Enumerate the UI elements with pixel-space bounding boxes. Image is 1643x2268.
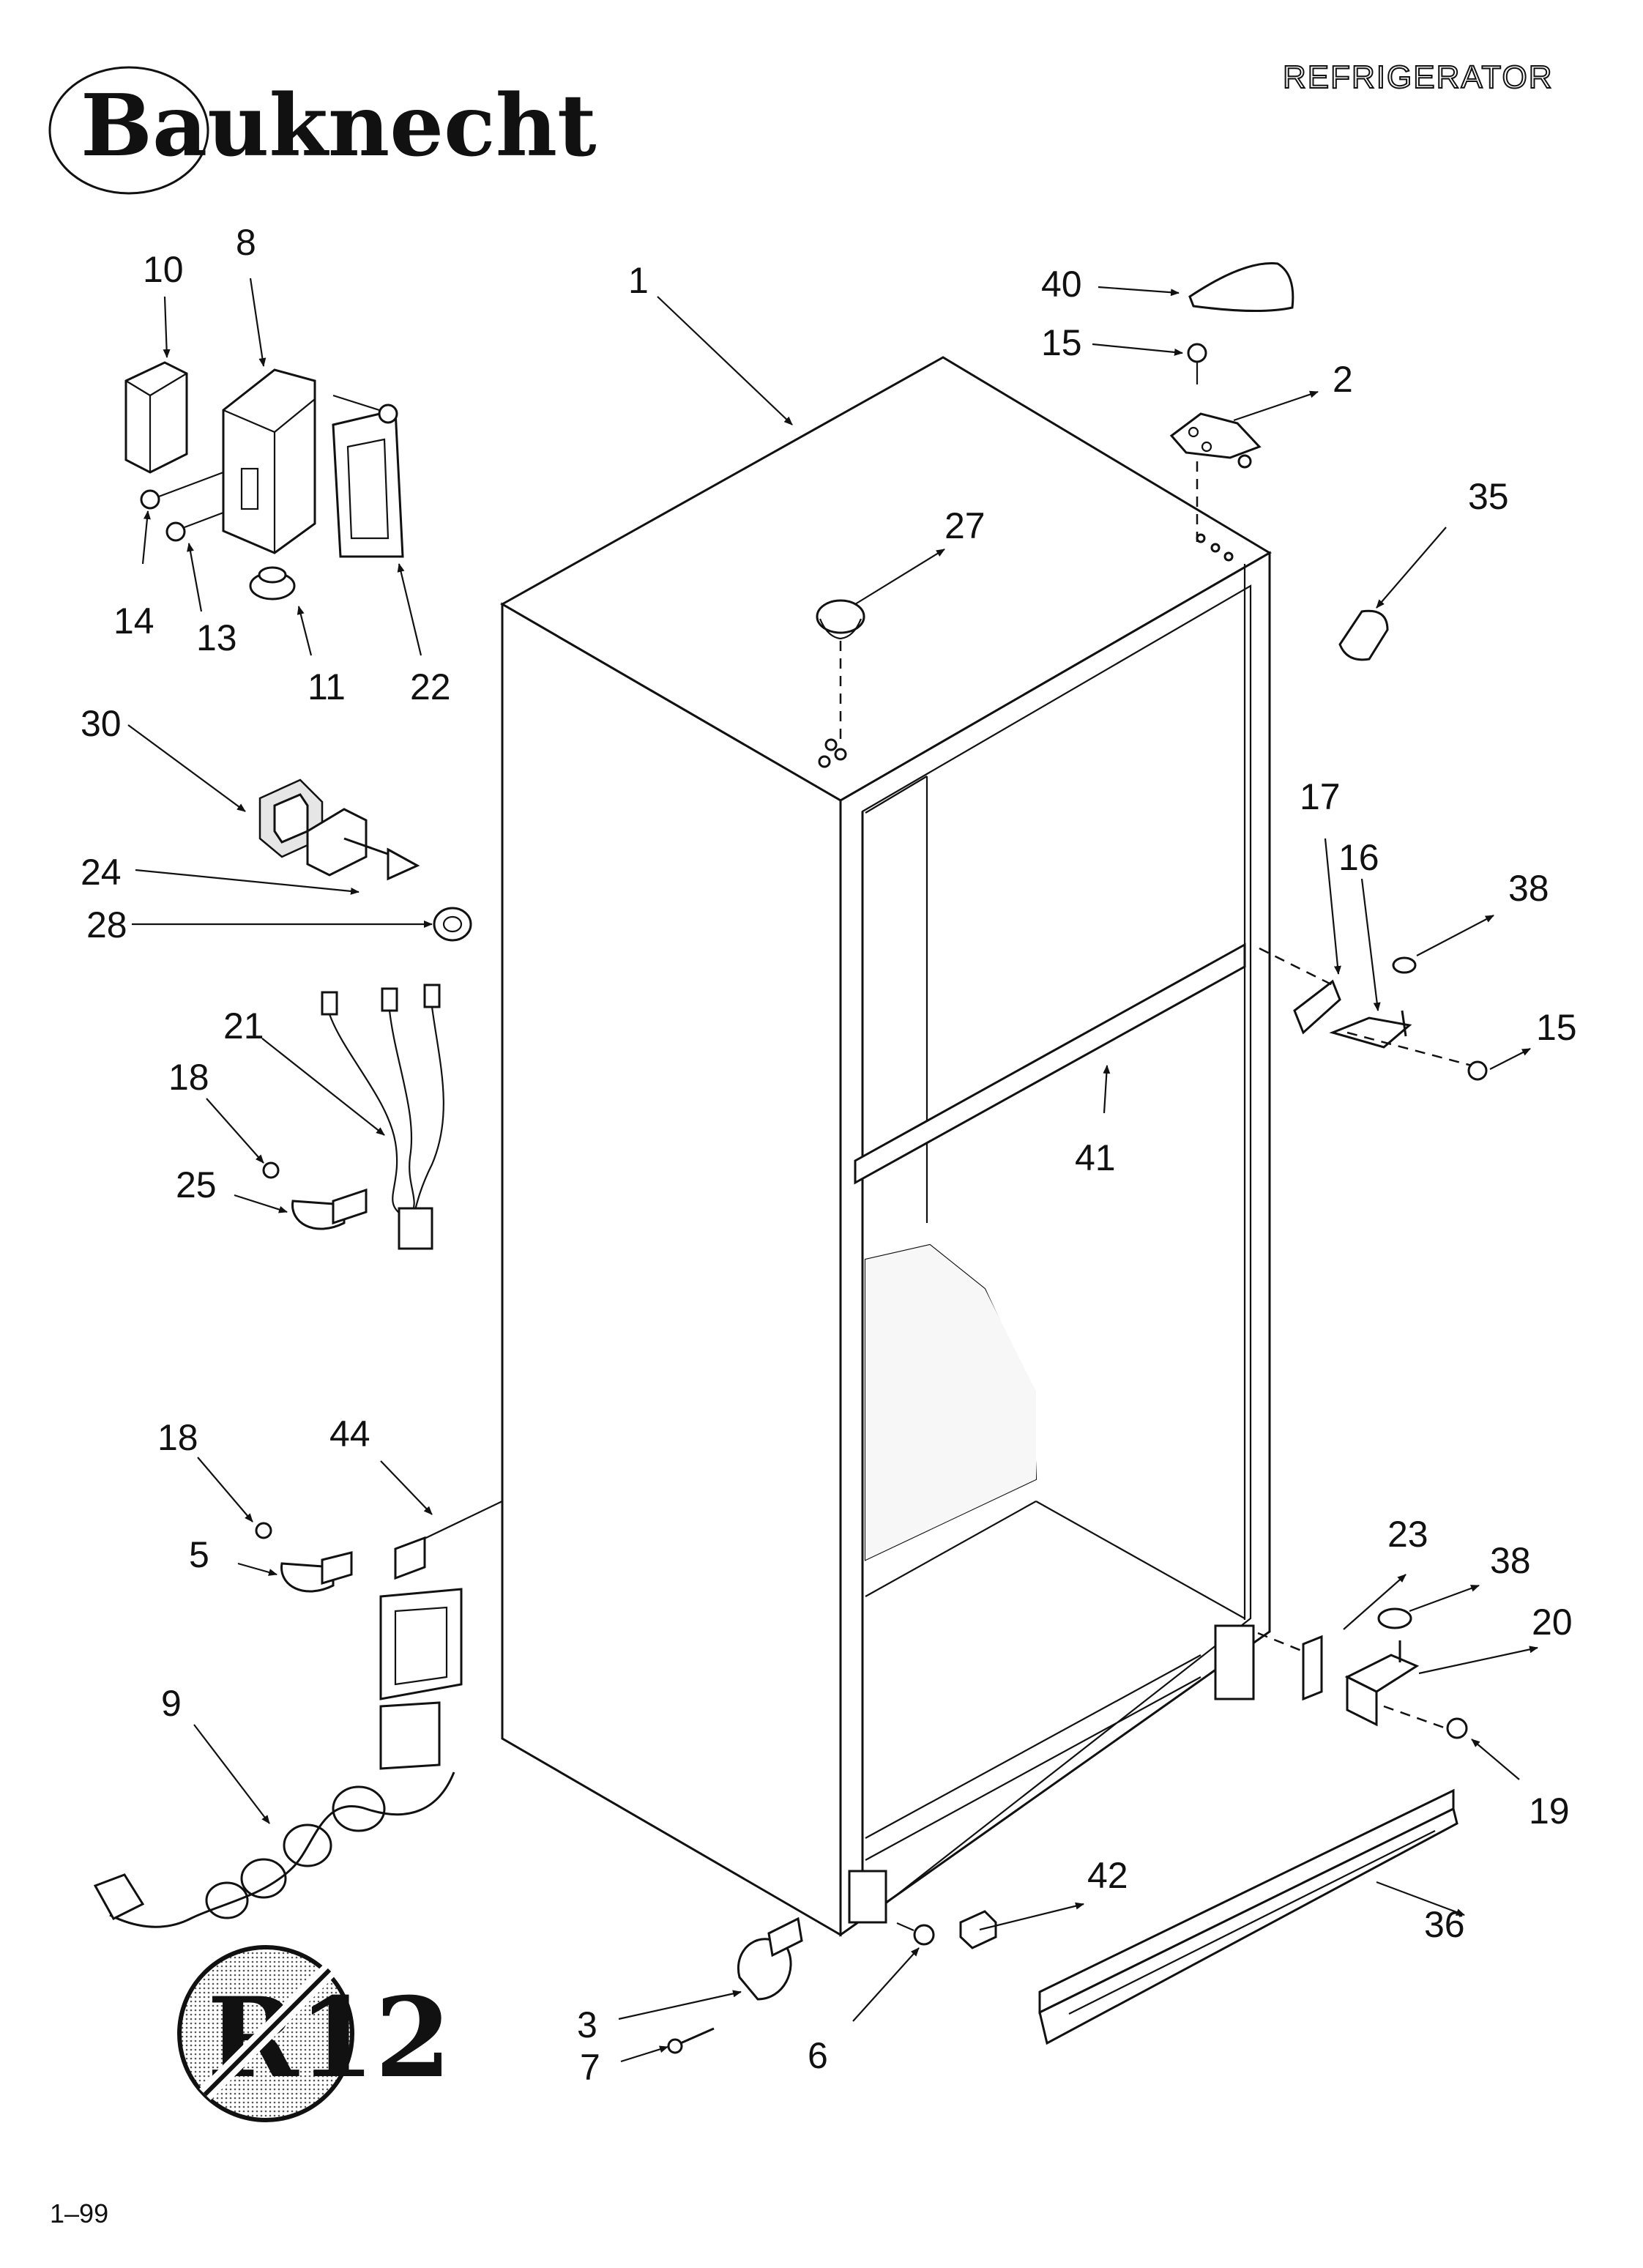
callout-9: 9 <box>161 1683 182 1724</box>
brand-name: Bauknecht <box>81 76 597 176</box>
callout-16: 16 <box>1338 837 1379 878</box>
brand-logo: Bauknecht <box>48 66 597 195</box>
callout-19: 19 <box>1529 1791 1570 1832</box>
part-shim-23 <box>1302 1635 1323 1701</box>
callout-27: 27 <box>945 505 986 546</box>
part-thermostat-24 <box>306 808 420 881</box>
footer-date: 1–99 <box>50 2198 108 2228</box>
callout-8: 8 <box>236 222 256 263</box>
callout-44: 44 <box>329 1413 370 1454</box>
part-screw-6 <box>896 1922 935 1946</box>
part-grommet-11 <box>249 566 296 601</box>
part-washer-38-top <box>1392 956 1417 974</box>
callout-18-lower: 18 <box>157 1417 198 1458</box>
part-cover-35 <box>1338 609 1389 661</box>
callout-40: 40 <box>1041 264 1082 305</box>
part-bracket-44 <box>379 1536 463 1770</box>
cabinet <box>395 356 1272 1937</box>
r12-symbol: R12 <box>177 1945 451 2122</box>
callout-21: 21 <box>223 1005 264 1046</box>
part-roller-3 <box>737 1916 803 2001</box>
callout-20: 20 <box>1532 1602 1573 1643</box>
part-ring-28 <box>433 907 472 942</box>
part-electrical-box-8 <box>222 368 316 554</box>
part-screw-19 <box>1446 1717 1468 1739</box>
callout-23: 23 <box>1387 1514 1428 1555</box>
part-clamp-5 <box>255 1522 353 1593</box>
callout-5: 5 <box>189 1534 209 1575</box>
callout-18-upper: 18 <box>168 1057 209 1098</box>
callout-25: 25 <box>176 1164 217 1205</box>
callout-15-mid: 15 <box>1536 1007 1577 1048</box>
callout-17: 17 <box>1300 776 1341 817</box>
callout-41: 41 <box>1075 1137 1116 1178</box>
callout-labels: 1 2 3 5 6 7 8 9 10 11 13 14 15 15 16 17 … <box>81 222 1577 2088</box>
part-cap-40 <box>1188 262 1294 313</box>
part-grille-36 <box>1038 1788 1458 2045</box>
callout-15-top: 15 <box>1041 322 1082 363</box>
callout-42: 42 <box>1087 1855 1128 1896</box>
callout-35: 35 <box>1468 476 1509 517</box>
part-power-cord-9 <box>93 1771 455 1928</box>
part-screws-13-14 <box>140 394 398 542</box>
callout-6: 6 <box>808 2035 828 2076</box>
callout-1: 1 <box>628 260 649 301</box>
callout-28: 28 <box>86 904 127 945</box>
part-plug-27 <box>816 599 865 640</box>
part-clip-42 <box>959 1910 997 1949</box>
callout-36: 36 <box>1424 1904 1465 1945</box>
callout-3: 3 <box>577 2004 597 2045</box>
callout-11: 11 <box>308 666 346 707</box>
part-hinge-20 <box>1344 1640 1420 1727</box>
r12-text: R12 <box>207 1974 451 2102</box>
part-washer-38-bottom <box>1377 1607 1412 1629</box>
callout-2: 2 <box>1333 359 1353 400</box>
part-screw-15-top <box>1187 343 1207 384</box>
callout-30: 30 <box>81 703 122 744</box>
header-title: REFRIGERATOR <box>1283 59 1554 95</box>
callout-7: 7 <box>580 2047 600 2088</box>
part-screw-15-mid <box>1467 1060 1488 1081</box>
callout-14: 14 <box>113 601 154 642</box>
callout-24: 24 <box>81 852 122 893</box>
part-hinge-2 <box>1169 412 1262 469</box>
callout-10: 10 <box>143 249 184 290</box>
part-hinge-16 <box>1329 1010 1412 1049</box>
callout-38-top: 38 <box>1508 868 1549 909</box>
callout-22: 22 <box>410 666 451 707</box>
part-pin-7 <box>667 2027 715 2054</box>
callout-13: 13 <box>196 617 237 658</box>
callout-38-bottom: 38 <box>1490 1540 1531 1581</box>
part-cover-22 <box>332 409 404 558</box>
part-clamp-25 <box>262 1161 368 1230</box>
part-relay-10 <box>124 361 188 474</box>
leader-lines <box>127 278 1538 2063</box>
part-wiring-harness-21 <box>321 984 444 1250</box>
part-hinge-17 <box>1293 979 1341 1035</box>
